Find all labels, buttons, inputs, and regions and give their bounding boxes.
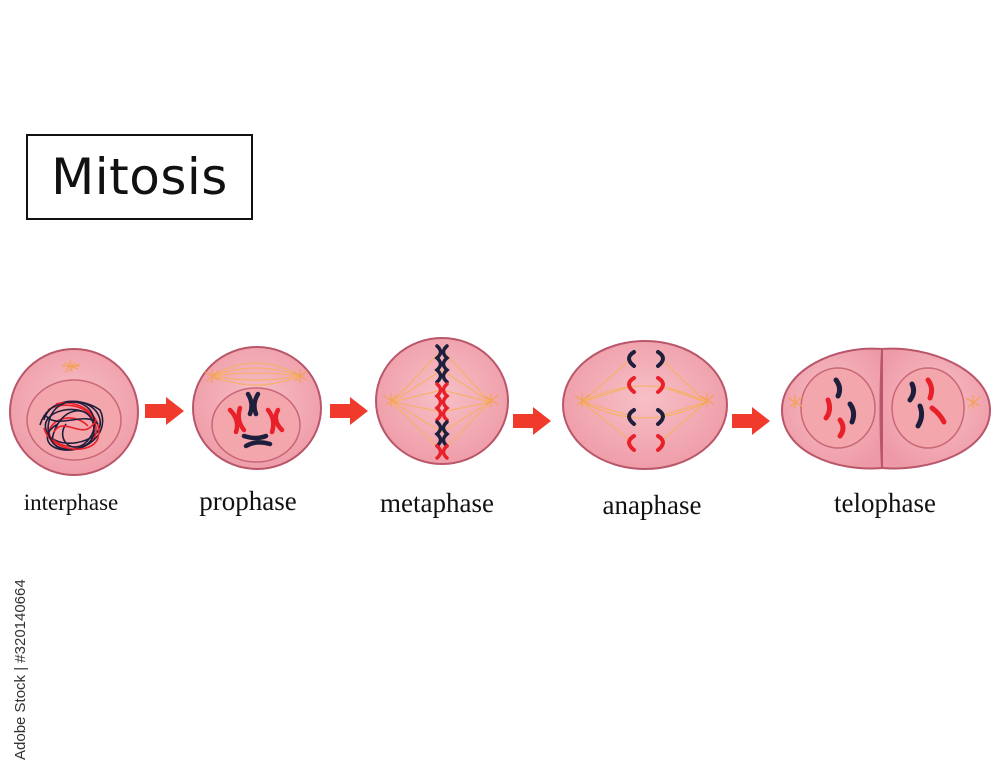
label-interphase: interphase: [23, 490, 119, 515]
metaphase-chromosomes: [434, 344, 450, 460]
metaphase-cell: [375, 337, 509, 465]
label-metaphase: metaphase: [380, 488, 494, 518]
telophase-chromosomes: [823, 377, 947, 439]
interphase-chromatin: [39, 400, 104, 451]
anaphase-cell: [562, 340, 728, 470]
metaphase-centrosome-right: [483, 393, 499, 407]
telophase-centrosome-right: [965, 395, 981, 409]
arrow-4: [732, 407, 770, 435]
label-telophase: telophase: [834, 488, 936, 518]
anaphase-chromosomes: [627, 350, 665, 452]
anaphase-spindle: [581, 357, 707, 443]
arrow-2: [330, 397, 368, 425]
anaphase-centrosome-left: [574, 393, 590, 407]
prophase-chromosomes: [227, 391, 285, 449]
arrow-1: [145, 397, 184, 425]
metaphase-centrosome-left: [383, 393, 399, 407]
label-prophase: prophase: [199, 486, 297, 516]
arrow-3: [513, 407, 551, 435]
prophase-centrosome-right: [292, 369, 308, 383]
label-anaphase: anaphase: [602, 490, 702, 520]
prophase-centrosome-left: [204, 369, 220, 383]
interphase-centrosome: [62, 359, 80, 373]
prophase-cell: [192, 346, 322, 470]
anaphase-centrosome-right: [699, 393, 715, 407]
telophase-cells: [780, 347, 992, 470]
diagram-title: Mitosis: [51, 148, 228, 206]
interphase-cell: [9, 348, 139, 476]
prophase-spindle: [211, 362, 301, 386]
title-box: Mitosis: [26, 134, 253, 220]
telophase-centrosome-left: [787, 395, 803, 409]
stock-watermark: Adobe Stock | #320140664: [12, 579, 29, 760]
